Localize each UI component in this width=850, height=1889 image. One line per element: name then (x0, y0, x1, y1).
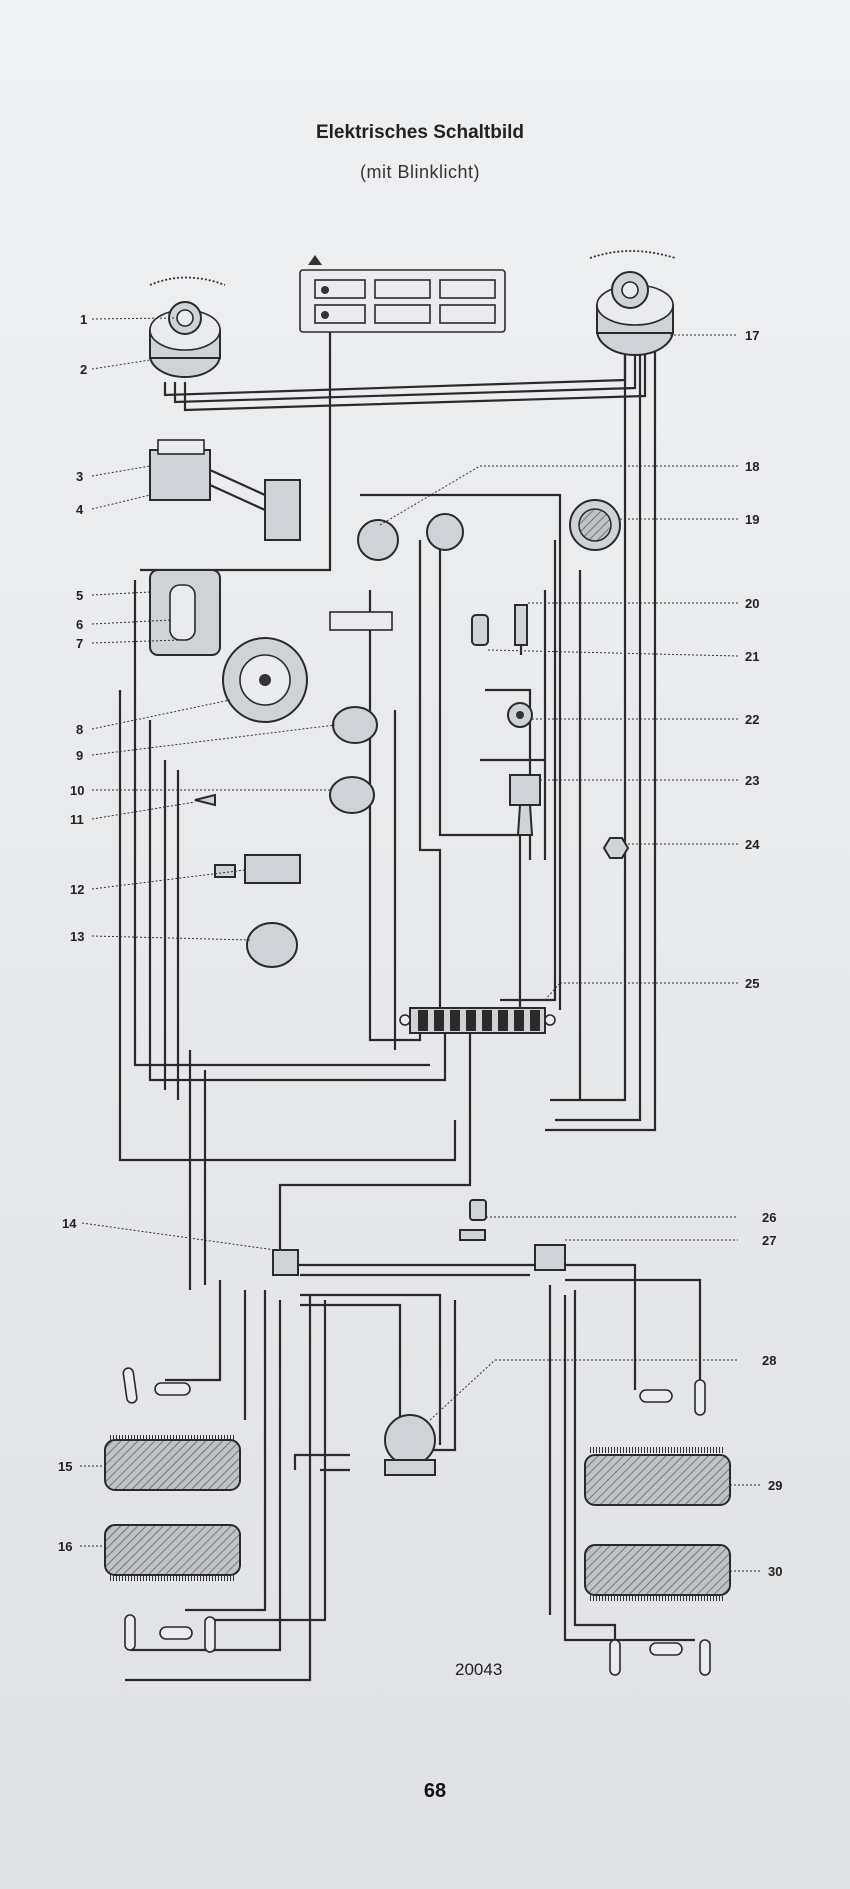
flasher-unit (246, 922, 298, 968)
callout-28: 28 (762, 1353, 776, 1368)
callout-24: 24 (745, 837, 760, 852)
page-title: Elektrisches Schaltbild (315, 122, 525, 143)
callout-25: 25 (745, 976, 759, 991)
callouts-left: 1 2 3 4 5 6 7 8 9 10 11 12 13 1 (58, 312, 336, 1554)
callout-17: 17 (745, 328, 759, 343)
connector-24 (602, 837, 630, 859)
callout-18: 18 (745, 459, 759, 474)
junction-27 (534, 1244, 566, 1271)
tail-lamp-lens-29 (584, 1447, 731, 1506)
gauges (357, 513, 464, 561)
starter (384, 1414, 436, 1476)
callout-12: 12 (70, 882, 84, 897)
callout-14: 14 (62, 1216, 77, 1231)
callout-21: 21 (745, 649, 759, 664)
fuse-box (399, 1007, 556, 1034)
callout-16: 16 (58, 1539, 72, 1554)
brake-light-switch (471, 614, 489, 646)
callout-9: 9 (76, 748, 83, 763)
callouts-right: 17 18 19 20 21 22 23 24 25 26 27 28 (379, 328, 782, 1579)
wiring-harness (118, 330, 702, 1682)
tail-lamp-lens-16 (104, 1524, 241, 1581)
callout-19: 19 (745, 512, 759, 527)
callout-3: 3 (76, 469, 83, 484)
callout-23: 23 (745, 773, 759, 788)
oil-pressure-switch (514, 604, 528, 655)
headlight-left (149, 276, 226, 378)
callout-10: 10 (70, 783, 84, 798)
callout-2: 2 (80, 362, 87, 377)
ignition-coil (332, 706, 378, 744)
instrument-panel (299, 255, 506, 333)
callout-22: 22 (745, 712, 759, 727)
callout-26: 26 (762, 1210, 776, 1225)
callout-4: 4 (76, 502, 84, 517)
page-subtitle: (mit Blinklicht) (359, 162, 480, 182)
junction-14 (272, 1249, 299, 1276)
callout-6: 6 (76, 617, 83, 632)
bulbs (122, 1367, 711, 1676)
callout-8: 8 (76, 722, 83, 737)
callout-1: 1 (80, 312, 87, 327)
instrument-lamp (507, 702, 533, 728)
page-number: 68 (423, 1780, 447, 1802)
callout-15: 15 (58, 1459, 72, 1474)
callout-7: 7 (76, 636, 83, 651)
regulator (149, 439, 301, 541)
tail-lamp-lens-30 (584, 1544, 731, 1601)
ignition-switch (149, 569, 221, 656)
relay (329, 776, 375, 814)
callout-30: 30 (768, 1564, 782, 1579)
light-switch (509, 774, 541, 836)
distributor (222, 611, 393, 723)
headlight-right (589, 250, 676, 356)
callout-27: 27 (762, 1233, 776, 1248)
connector-26 (459, 1199, 487, 1241)
callout-13: 13 (70, 929, 84, 944)
callout-11: 11 (70, 812, 84, 827)
horn (569, 499, 621, 551)
sensor (194, 793, 216, 807)
dimmer-switch (214, 854, 301, 884)
tail-lamp-lens-15 (104, 1435, 241, 1491)
callout-5: 5 (76, 588, 83, 603)
drawing-number: 20043 (455, 1660, 503, 1679)
callout-20: 20 (745, 596, 759, 611)
callout-29: 29 (768, 1478, 782, 1493)
